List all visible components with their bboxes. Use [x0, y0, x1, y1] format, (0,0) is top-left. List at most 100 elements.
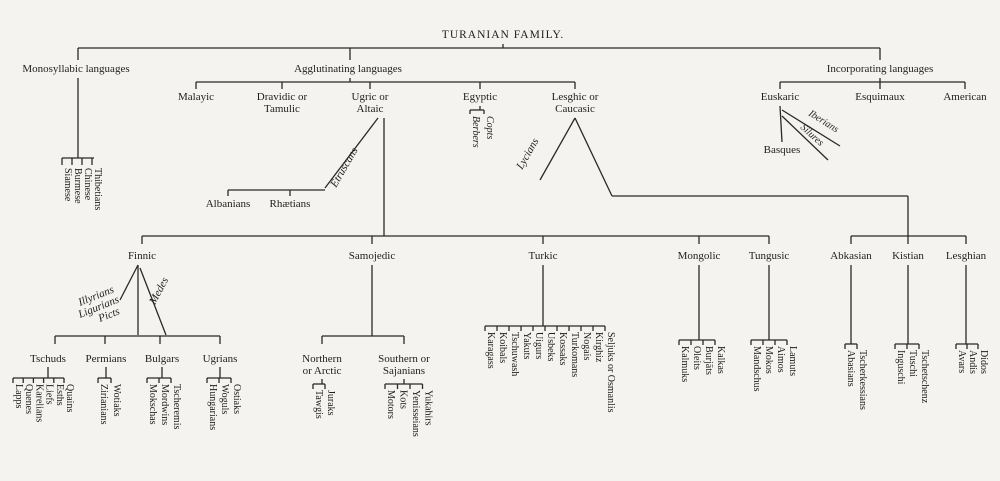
- permians-label: Permians: [86, 353, 127, 365]
- leaf-label: Tscherkessians: [857, 350, 868, 410]
- ugric-label-line1: Ugric or: [352, 91, 389, 103]
- leaf-label: Quenes: [23, 384, 34, 414]
- mongolic-label: Mongolic: [678, 250, 721, 262]
- leaf-label: Tschuwash: [509, 332, 520, 376]
- leaf-label: Liefs: [44, 384, 55, 405]
- leaf-label: Esths: [54, 384, 65, 406]
- samojedic-label: Samojedic: [349, 250, 396, 262]
- leaf-label: Zirianians: [98, 384, 109, 425]
- leaf-label: Kossaks: [557, 332, 568, 365]
- leaf-label: Lapps: [13, 384, 24, 409]
- leaf-label: Didos: [978, 350, 989, 374]
- leaf-label: Mandschus: [751, 346, 762, 392]
- dravidic-label-line2: Tamulic: [264, 103, 300, 115]
- leaf-label: Yakuts: [521, 332, 532, 359]
- bulgars-label: Bulgars: [145, 353, 179, 365]
- agglutinating-languages-label: Agglutinating languages: [294, 63, 402, 75]
- lesghic-connectors: [539, 117, 967, 244]
- leaf-label: Karagass: [485, 332, 496, 369]
- lesghian-label: Lesghian: [946, 250, 987, 262]
- leaf-burmese: Burmese: [72, 168, 83, 204]
- leaf-label: Tscheremis: [171, 384, 182, 430]
- leaf-label: Kots: [398, 390, 409, 409]
- leaf-label: Juraks: [325, 390, 336, 416]
- egyptic-connectors: [469, 106, 485, 114]
- southern-label-line1: Southern or: [378, 353, 430, 365]
- leaf-label: Wotiaks: [111, 384, 122, 417]
- incorporating-connectors: [779, 78, 966, 161]
- leaf-chinese: Chinese: [82, 168, 93, 201]
- leaf-label: Aimos: [775, 346, 786, 373]
- lycians-label: Lycians: [514, 136, 542, 172]
- tschuds-label: Tschuds: [30, 353, 66, 365]
- ugrians-label: Ugrians: [203, 353, 238, 365]
- leaf-label: Yenisseians: [410, 390, 421, 437]
- altaic-connectors: [141, 235, 770, 244]
- dravidic-label-line1: Dravidic or: [257, 91, 308, 103]
- leaf-label: Burjäts: [703, 346, 714, 375]
- incorporating-languages-label: Incorporating languages: [827, 63, 934, 75]
- ugric-label-line2: Altaic: [357, 103, 384, 115]
- leaf-label: Koibals: [497, 332, 508, 363]
- american-label: American: [943, 91, 987, 103]
- root-connectors: [77, 44, 881, 60]
- leaf-label: Yukahirs: [423, 390, 434, 426]
- leaf-berbers: Berbers: [470, 116, 481, 148]
- egyptic-label: Egyptic: [463, 91, 497, 103]
- leaf-label: Woguls: [219, 384, 230, 414]
- esquimaux-label: Esquimaux: [855, 91, 905, 103]
- leaf-label: Tawgis: [313, 390, 324, 419]
- malayic-label: Malayic: [178, 91, 214, 103]
- leaf-label: Kalmuks: [679, 346, 690, 382]
- leaf-label: Uigurs: [533, 332, 544, 359]
- turkic-label: Turkic: [529, 250, 558, 262]
- leaf-label: Usbeks: [545, 332, 556, 362]
- lesghic-label-line1: Lesghic or: [552, 91, 599, 103]
- leaf-label: Oleits: [691, 346, 702, 370]
- lesghic-label-line2: Caucasic: [555, 103, 595, 115]
- basques-label: Basques: [764, 144, 801, 156]
- leaf-label: Turkomans: [569, 332, 580, 377]
- leaf-label: Abasians: [845, 350, 856, 387]
- etruscans-label: Etruscans: [328, 145, 361, 190]
- leaf-label: Motors: [385, 390, 396, 419]
- leaf-label: Seljuks or Osmanlis: [605, 332, 616, 413]
- leaf-label: Mokos: [763, 346, 774, 374]
- medes-label: Medes: [147, 275, 172, 307]
- leaf-siamese: Siamese: [62, 168, 73, 202]
- leaf-thibetians: Thibetians: [92, 168, 103, 210]
- leaf-label: Lamuts: [787, 346, 798, 376]
- rhaetians-label: Rhætians: [270, 198, 311, 210]
- euskaric-label: Euskaric: [761, 91, 800, 103]
- leaf-label: Ostiaks: [231, 384, 242, 414]
- leaf-label: Kirghiz: [593, 332, 604, 363]
- leaf-label: Mokschas: [147, 384, 158, 425]
- samojedic-connectors: [321, 265, 405, 344]
- leaf-label: Andis: [967, 350, 978, 374]
- leaf-label: Quains: [64, 384, 75, 412]
- leaf-label: Nogais: [581, 332, 592, 360]
- leaf-label: Mordwins: [159, 384, 170, 425]
- albanians-label: Albanians: [206, 198, 251, 210]
- leaf-label: Tuschi: [907, 350, 918, 377]
- abkasian-label: Abkasian: [830, 250, 872, 262]
- leaf-label: Hungarians: [207, 384, 218, 430]
- ugric-connectors: [227, 117, 385, 236]
- leaf-copts: Copts: [484, 116, 495, 139]
- leaf-label: Inguschi: [895, 350, 906, 385]
- northern-label-line1: Northern: [302, 353, 342, 365]
- southern-label-line2: Sajanians: [383, 365, 425, 377]
